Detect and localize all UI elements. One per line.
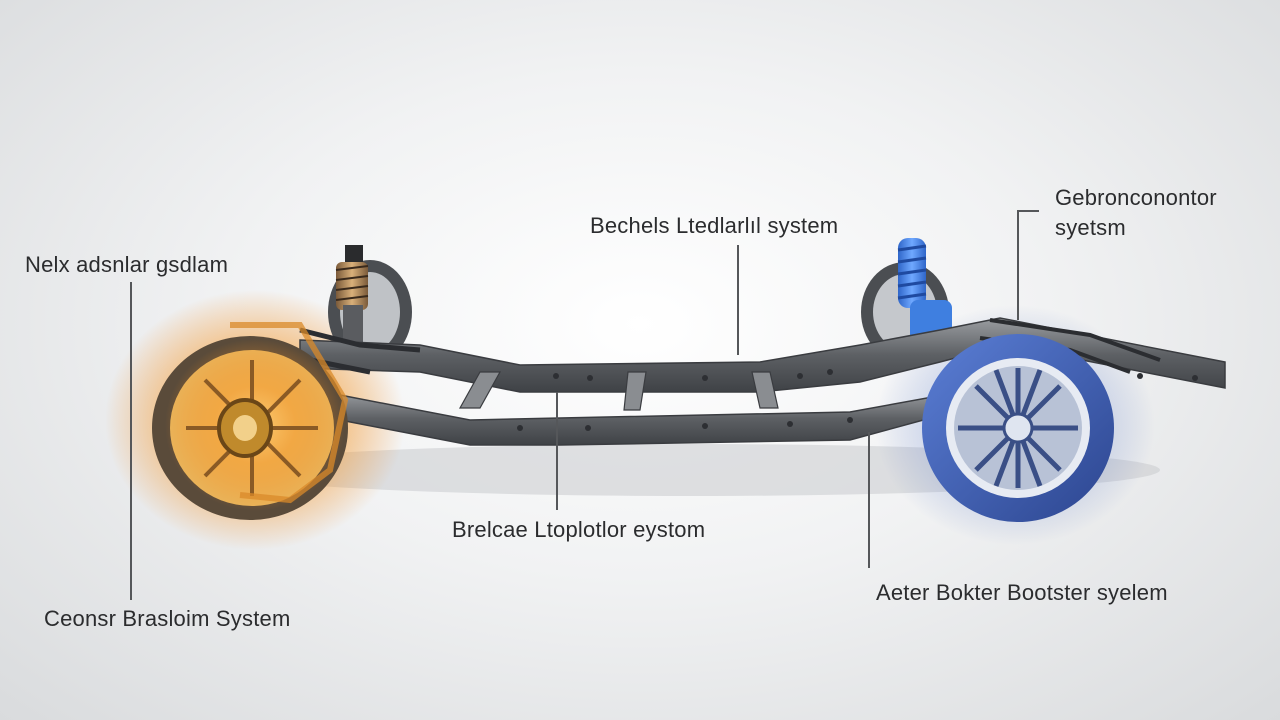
frame-cross-members [458, 371, 779, 411]
front-wheel [152, 322, 349, 520]
frame-lower-rail [339, 391, 961, 446]
label-bottom-center: Brelcae Ltoplotlor eystom [452, 517, 706, 542]
leader-line-top-center [737, 245, 739, 355]
leader-line-bottom-center [556, 392, 558, 510]
front-shock-absorber [335, 245, 369, 345]
leader-line-top-right-tick [1017, 210, 1039, 212]
leader-line-top-left [130, 282, 132, 600]
label-top-center: Bechels Ltedlarlıl system [590, 213, 839, 238]
label-top-right-line2: syetsm [1055, 215, 1126, 240]
leader-line-top-right [1017, 210, 1019, 320]
rear-wheel [922, 334, 1114, 522]
leader-line-bottom-right [868, 432, 870, 568]
label-top-left: Nelx adsnlar gsdlam [25, 252, 229, 277]
label-bottom-left: Ceonsr Brasloim System [44, 606, 291, 631]
frame-holes [517, 369, 1198, 431]
label-bottom-right: Aeter Bokter Bootster syelem [876, 580, 1168, 605]
label-top-right-line1: Gebronconontor [1055, 185, 1217, 210]
